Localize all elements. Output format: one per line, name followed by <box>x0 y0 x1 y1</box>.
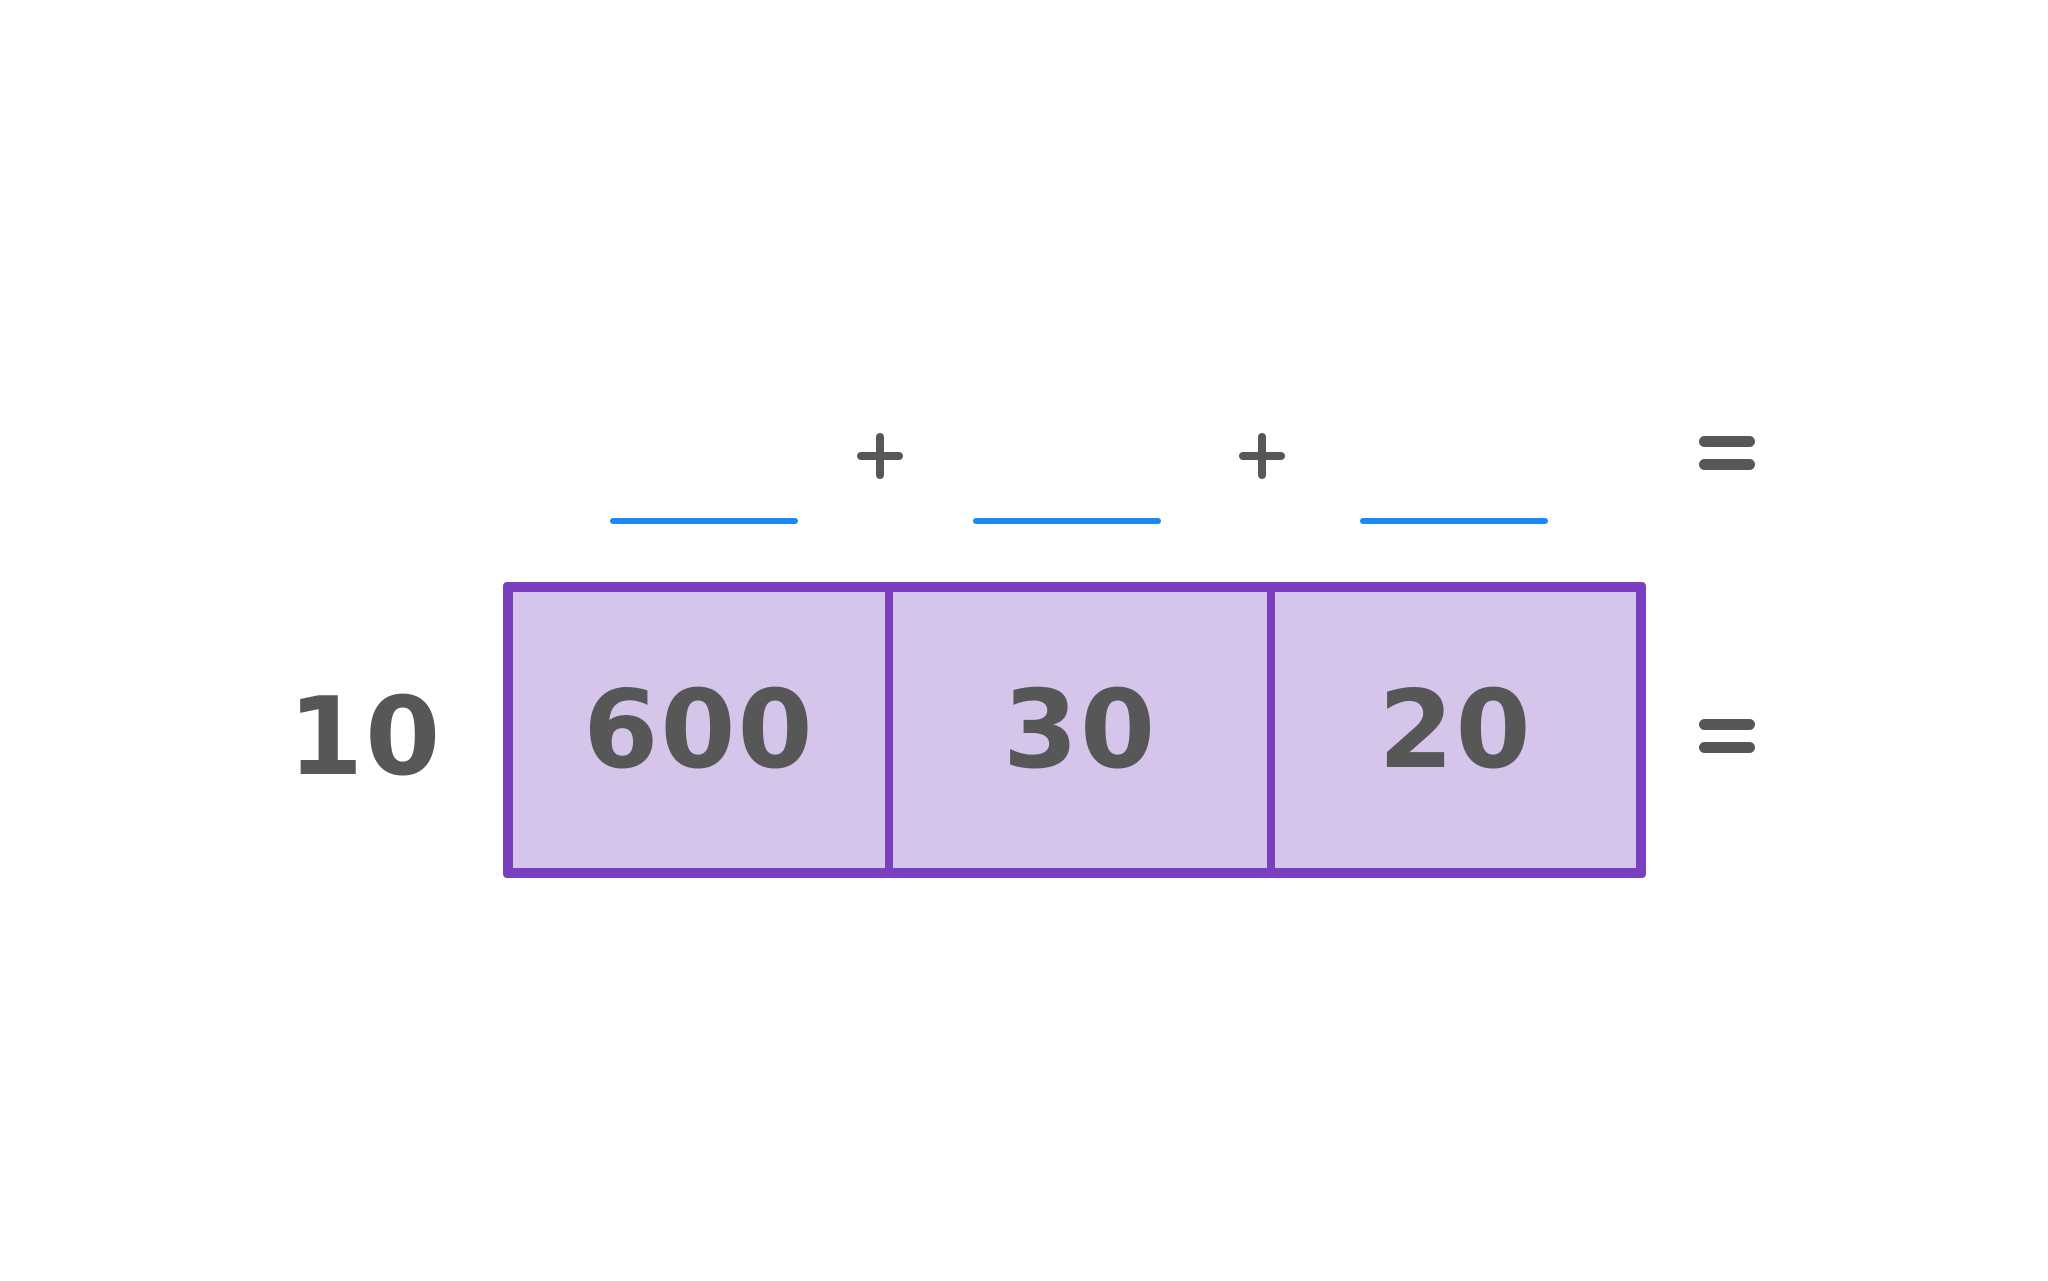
area-cell-value: 30 <box>1002 667 1158 793</box>
answer-blank-2[interactable] <box>973 518 1161 524</box>
area-model-box: 600 30 20 <box>503 582 1646 878</box>
equals-icon <box>1699 436 1755 470</box>
area-cell-value: 600 <box>583 667 815 793</box>
answer-blank-1[interactable] <box>610 518 798 524</box>
area-cell-2: 30 <box>885 592 1267 868</box>
area-cell-3: 20 <box>1267 592 1636 868</box>
area-cell-value: 20 <box>1378 667 1533 793</box>
plus-icon <box>857 433 903 479</box>
equals-icon <box>1699 719 1755 753</box>
area-cell-1: 600 <box>513 592 885 868</box>
factor-label: 10 <box>288 675 443 800</box>
plus-icon <box>1239 433 1285 479</box>
answer-blank-3[interactable] <box>1360 518 1548 524</box>
